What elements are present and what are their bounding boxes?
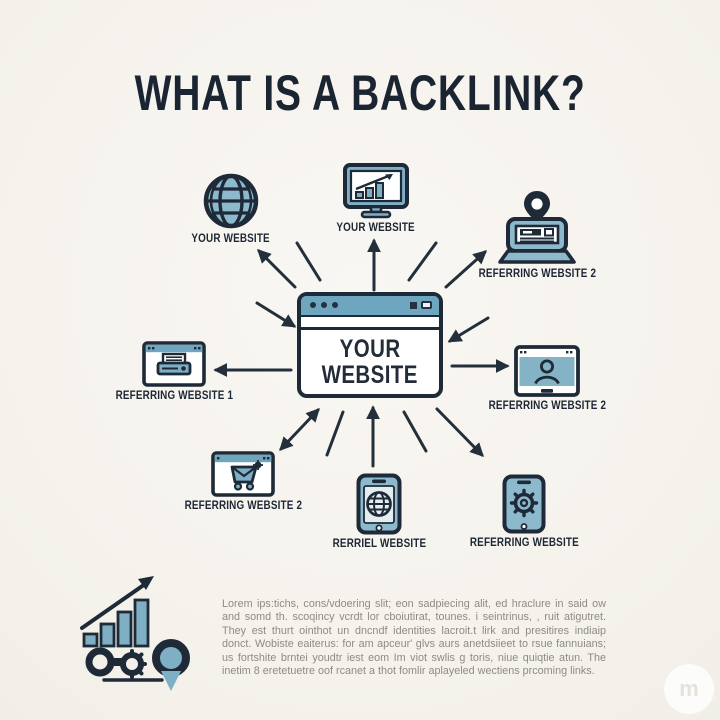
page-title-text: WHAT IS A BACKLINK?: [134, 65, 586, 121]
description-text: Lorem ips:tichs, cons/vdoering slit; eon…: [222, 598, 606, 677]
node-referring-website-bottom-right: REFERRING WEBSITE: [444, 474, 604, 549]
node-label: REFERRING WEBSITE 2: [184, 500, 302, 512]
monitor-chart-icon: [343, 163, 409, 219]
node-your-website-analytics: YOUR WEBSITE: [296, 162, 456, 234]
arrow-line-downleft: [325, 410, 345, 457]
arrow-in-from-right: [447, 316, 490, 343]
node-referring-website-2-top: REFERRING WEBSITE 2: [457, 190, 617, 280]
center-label-line2: WEBSITE: [321, 361, 419, 389]
globe-icon: [203, 173, 259, 229]
kiosk-pin-icon: [498, 191, 576, 264]
node-label: REFERRING WEBSITE: [469, 537, 579, 549]
node-referring-website-1: REFERRING WEBSITE 1: [94, 341, 254, 402]
arrow-line-upright: [407, 241, 438, 282]
node-rerriel-website: RERRIEL WEBSITE: [299, 473, 459, 550]
node-referring-website-2-right: REFERRING WEBSITE 2: [467, 345, 627, 412]
window-square-icon: [410, 302, 417, 309]
window-dot-icon: [321, 302, 327, 308]
center-site-label: YOUR WEBSITE: [301, 330, 439, 394]
arrow-line-downright: [402, 410, 428, 453]
arrow-in-from-left: [255, 301, 297, 328]
your-website-browser: YOUR WEBSITE: [297, 292, 443, 398]
watermark-logo: m: [664, 664, 714, 714]
arrow-line-upleft: [295, 241, 322, 282]
browser-printer-icon: [142, 341, 206, 387]
node-label: YOUR WEBSITE: [191, 233, 271, 245]
phone-gear-icon: [502, 474, 546, 534]
arrow-to-globe: [257, 249, 297, 289]
node-label: REFERRING WEBSITE 2: [478, 268, 596, 280]
node-label: YOUR WEBSITE: [336, 222, 416, 234]
node-label: REFERRING WEBSITE 2: [488, 400, 606, 412]
arrow-to-gear-phone: [435, 407, 484, 457]
node-referring-website-2-lower-left: REFERRING WEBSITE 2: [163, 451, 323, 512]
phone-globe-icon: [356, 473, 402, 535]
window-dot-icon: [310, 302, 316, 308]
browser-address-bar: [301, 317, 439, 330]
seo-growth-icon: [80, 576, 190, 691]
window-maximize-icon: [421, 301, 432, 309]
node-your-website-globe: YOUR WEBSITE: [151, 172, 311, 245]
page-title: WHAT IS A BACKLINK?: [0, 64, 720, 122]
node-label: RERRIEL WEBSITE: [332, 538, 426, 550]
center-label-line1: YOUR: [339, 335, 401, 363]
window-dot-icon: [332, 302, 338, 308]
browser-cart-icon: [211, 451, 275, 497]
browser-title-bar: [301, 296, 439, 317]
arrow-to-cart-browser: [279, 407, 320, 452]
node-label: REFERRING WEBSITE 1: [115, 390, 233, 402]
browser-user-icon: [514, 345, 580, 397]
